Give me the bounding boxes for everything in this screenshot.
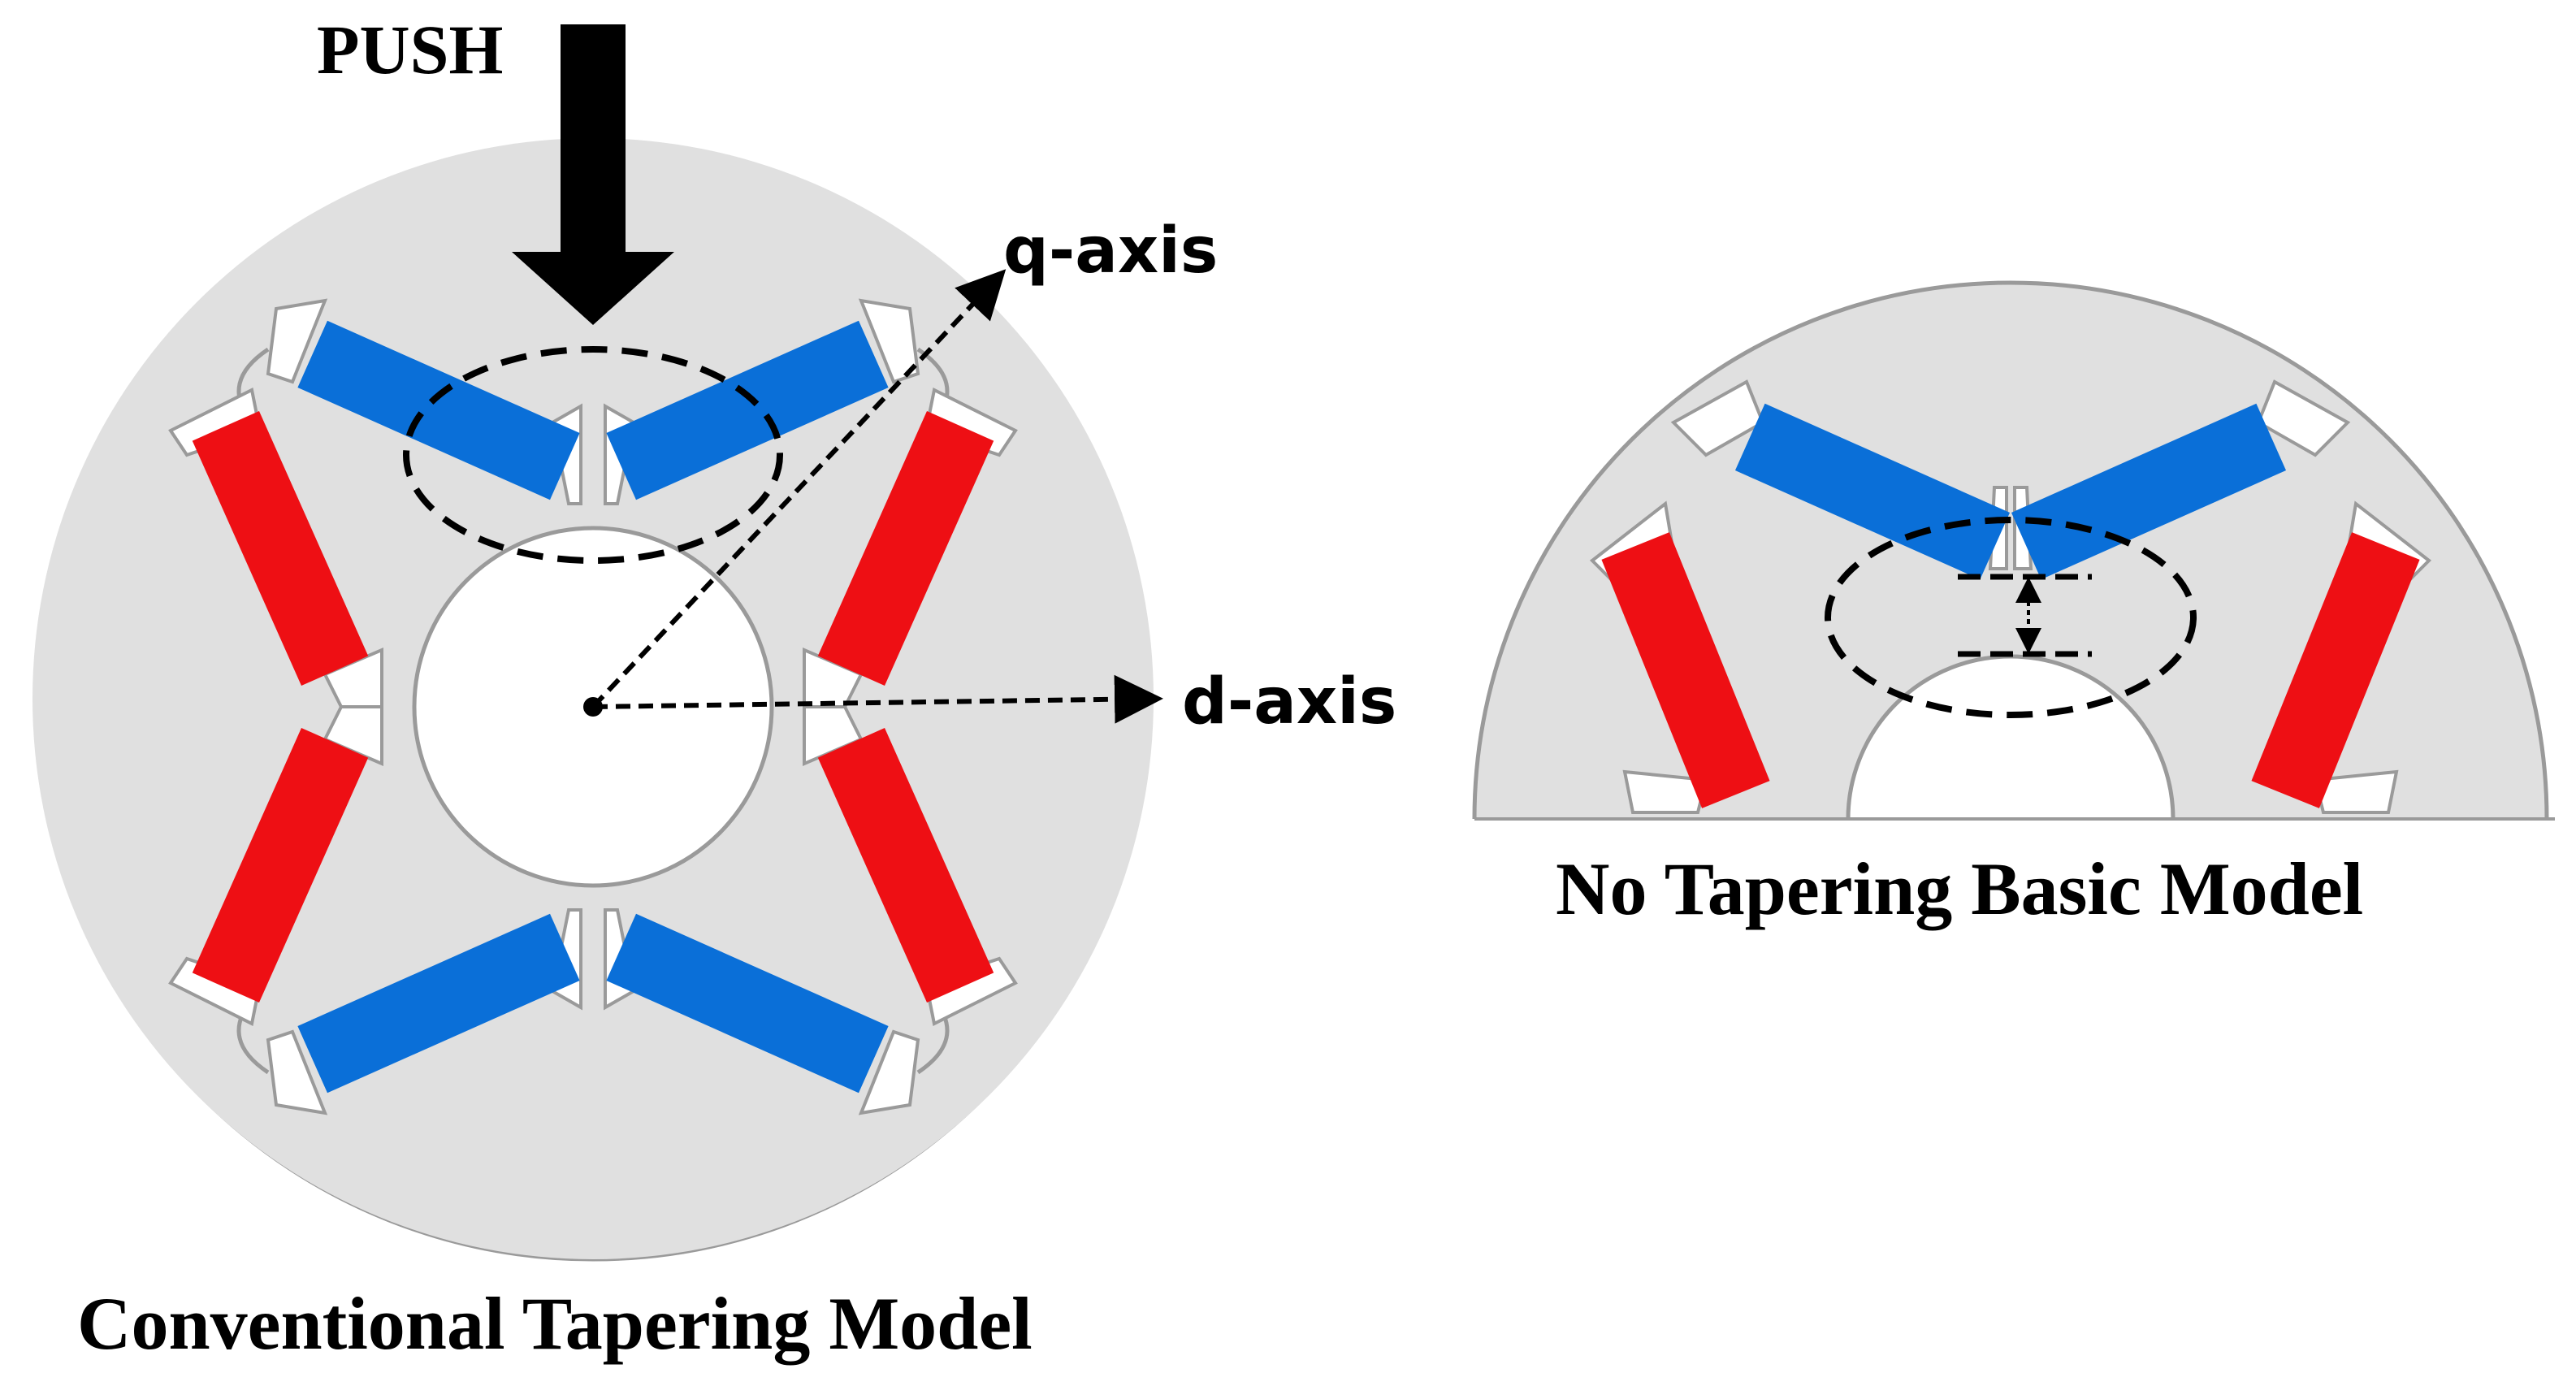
q-axis-arrow — [591, 269, 1007, 709]
magnet-bottom-right — [606, 913, 889, 1094]
magnet-left-lower — [192, 727, 369, 1003]
bridge-highlight-ellipse — [403, 346, 783, 564]
magnet-top-right — [606, 320, 889, 500]
magnet-top-left — [297, 320, 580, 500]
basic-magnets-red — [1601, 532, 2420, 808]
magnet-right-upper — [817, 410, 994, 687]
magnets-blue — [297, 320, 889, 1094]
basic-magnets-blue — [1734, 403, 2287, 580]
basic-magnet-left-red — [1601, 532, 1770, 808]
basic-rotor-half — [1472, 280, 2549, 819]
push-arrow — [512, 24, 674, 325]
d-axis-label: d-axis — [1182, 665, 1396, 738]
magnet-left-upper — [192, 410, 369, 687]
magnets-red — [192, 410, 994, 1003]
q-axis-label: q-axis — [1003, 214, 1218, 288]
conventional-rotor — [32, 24, 1163, 1262]
basic-magnet-right-red — [2251, 532, 2420, 808]
d-axis-arrow — [592, 674, 1163, 724]
right-caption: No Tapering Basic Model — [1556, 847, 2363, 930]
basic-bridge-highlight-ellipse — [1825, 517, 2197, 718]
magnet-right-lower — [817, 727, 994, 1003]
magnet-bottom-left — [297, 913, 580, 1094]
basic-magnet-right — [2011, 403, 2287, 580]
left-caption: Conventional Tapering Model — [77, 1282, 1033, 1365]
basic-magnet-left — [1734, 403, 2011, 580]
push-label: PUSH — [317, 11, 503, 89]
